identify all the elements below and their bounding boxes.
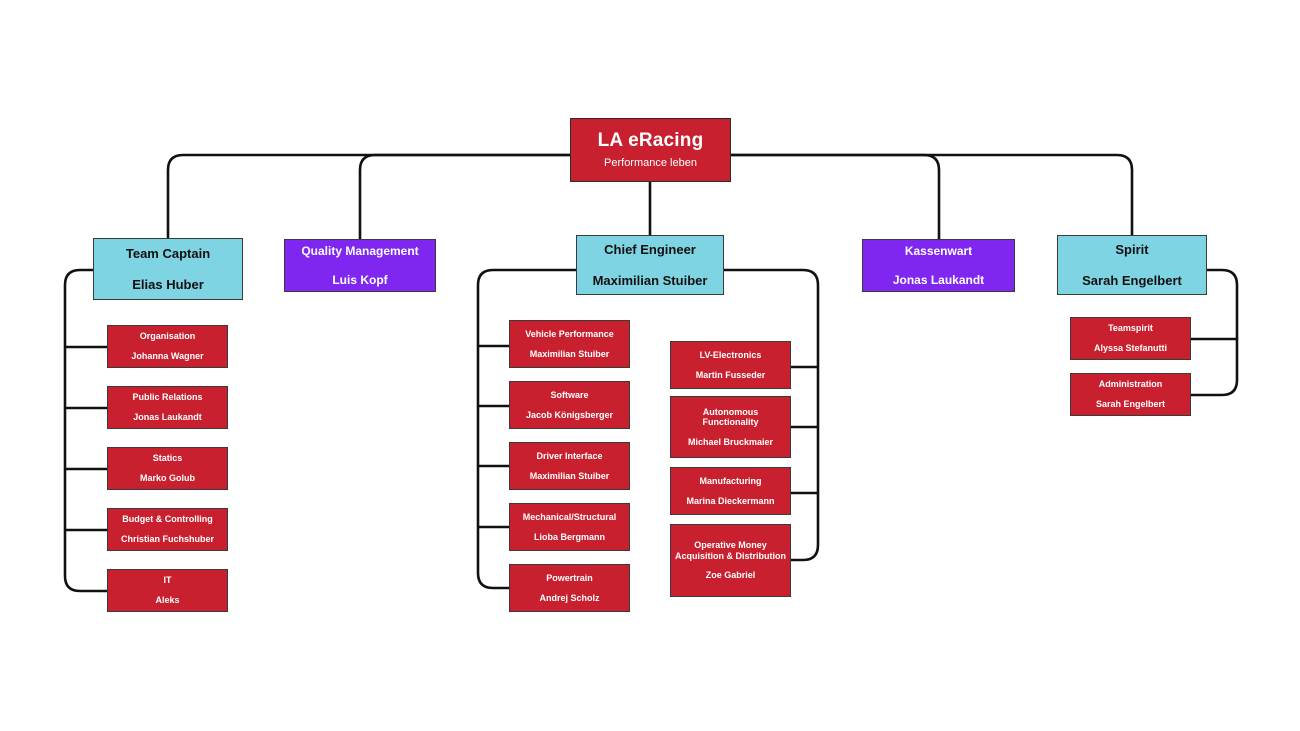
- node-teamspirit[interactable]: Teamspirit Alyssa Stefanutti: [1070, 317, 1191, 360]
- node-operative-money-acquisition-distribution[interactable]: Operative Money Acquisition & Distributi…: [670, 524, 791, 597]
- node-title: Powertrain: [546, 572, 593, 583]
- node-title: Quality Management: [301, 244, 419, 259]
- node-software[interactable]: Software Jacob Königsberger: [509, 381, 630, 429]
- node-driver-interface[interactable]: Driver Interface Maximilian Stuiber: [509, 442, 630, 490]
- node-title: LA eRacing: [597, 129, 704, 151]
- node-person: Luis Kopf: [332, 272, 388, 287]
- node-title: IT: [163, 575, 172, 586]
- node-vehicle-performance[interactable]: Vehicle Performance Maximilian Stuiber: [509, 320, 630, 368]
- node-title: Mechanical/Structural: [522, 511, 617, 522]
- node-powertrain[interactable]: Powertrain Andrej Scholz: [509, 564, 630, 612]
- node-person: Maximilian Stuiber: [529, 470, 610, 481]
- node-title: Software: [550, 389, 589, 400]
- node-title: LV-Electronics: [699, 349, 762, 360]
- node-title: Organisation: [139, 331, 196, 342]
- node-budget-controlling[interactable]: Budget & Controlling Christian Fuchshube…: [107, 508, 228, 551]
- node-public-relations[interactable]: Public Relations Jonas Laukandt: [107, 386, 228, 429]
- link-root-kassenwart: [731, 153, 941, 239]
- node-person: Marina Dieckermann: [686, 495, 775, 506]
- node-person: Christian Fuchshuber: [120, 534, 214, 544]
- node-autonomous-functionality[interactable]: Autonomous Functionality Michael Bruckma…: [670, 396, 791, 458]
- node-person: Maximilian Stuiber: [592, 273, 708, 288]
- node-person: Jacob Königsberger: [525, 409, 614, 420]
- node-it[interactable]: IT Aleks: [107, 569, 228, 612]
- node-person: Martin Fusseder: [695, 369, 766, 380]
- node-person: Lioba Bergmann: [533, 531, 605, 542]
- node-person: Jonas Laukandt: [133, 412, 202, 422]
- node-quality-management[interactable]: Quality Management Luis Kopf: [284, 239, 436, 292]
- link-root-team-captain: [166, 153, 570, 238]
- node-person: Michael Bruckmaier: [687, 436, 774, 447]
- node-title: Vehicle Performance: [525, 328, 614, 339]
- node-mechanical-structural[interactable]: Mechanical/Structural Lioba Bergmann: [509, 503, 630, 551]
- node-person: Jonas Laukandt: [892, 272, 985, 287]
- node-title: Manufacturing: [699, 475, 762, 486]
- node-title: Administration: [1098, 379, 1163, 390]
- node-title: Teamspirit: [1108, 323, 1153, 334]
- node-title: Team Captain: [125, 245, 211, 261]
- node-title: Autonomous Functionality: [702, 406, 759, 428]
- node-title: Statics: [152, 453, 183, 464]
- node-person: Zoe Gabriel: [705, 570, 756, 581]
- node-person: Alyssa Stefanutti: [1093, 343, 1168, 353]
- node-person: Elias Huber: [132, 277, 204, 292]
- node-organisation[interactable]: Organisation Johanna Wagner: [107, 325, 228, 368]
- node-title: Public Relations: [132, 392, 203, 403]
- node-manufacturing[interactable]: Manufacturing Marina Dieckermann: [670, 467, 791, 515]
- node-spirit[interactable]: Spirit Sarah Engelbert: [1057, 235, 1207, 295]
- node-chief-engineer[interactable]: Chief Engineer Maximilian Stuiber: [576, 235, 724, 295]
- node-administration[interactable]: Administration Sarah Engelbert: [1070, 373, 1191, 416]
- node-person: Maximilian Stuiber: [529, 348, 610, 359]
- link-team-captain-spine: [63, 268, 107, 593]
- node-title: Chief Engineer: [604, 241, 696, 257]
- node-person: Aleks: [155, 595, 180, 605]
- link-root-quality-management: [358, 153, 570, 239]
- node-la-eracing[interactable]: LA eRacing Performance leben: [570, 118, 731, 182]
- node-person: Sarah Engelbert: [1095, 399, 1166, 409]
- node-title: Driver Interface: [536, 450, 603, 461]
- node-statics[interactable]: Statics Marko Golub: [107, 447, 228, 490]
- node-person: Andrej Scholz: [539, 592, 600, 603]
- node-title: Operative Money Acquisition & Distributi…: [675, 540, 786, 561]
- link-root-spirit: [731, 153, 1134, 235]
- node-subtitle: Performance leben: [604, 157, 697, 170]
- node-title: Spirit: [1115, 241, 1149, 257]
- node-person: Johanna Wagner: [131, 351, 204, 361]
- node-kassenwart[interactable]: Kassenwart Jonas Laukandt: [862, 239, 1015, 292]
- node-person: Marko Golub: [139, 473, 195, 483]
- node-title: Budget & Controlling: [122, 514, 213, 525]
- node-lv-electronics[interactable]: LV-Electronics Martin Fusseder: [670, 341, 791, 389]
- node-team-captain[interactable]: Team Captain Elias Huber: [93, 238, 243, 300]
- node-person: Sarah Engelbert: [1082, 273, 1182, 288]
- node-title: Kassenwart: [904, 244, 973, 259]
